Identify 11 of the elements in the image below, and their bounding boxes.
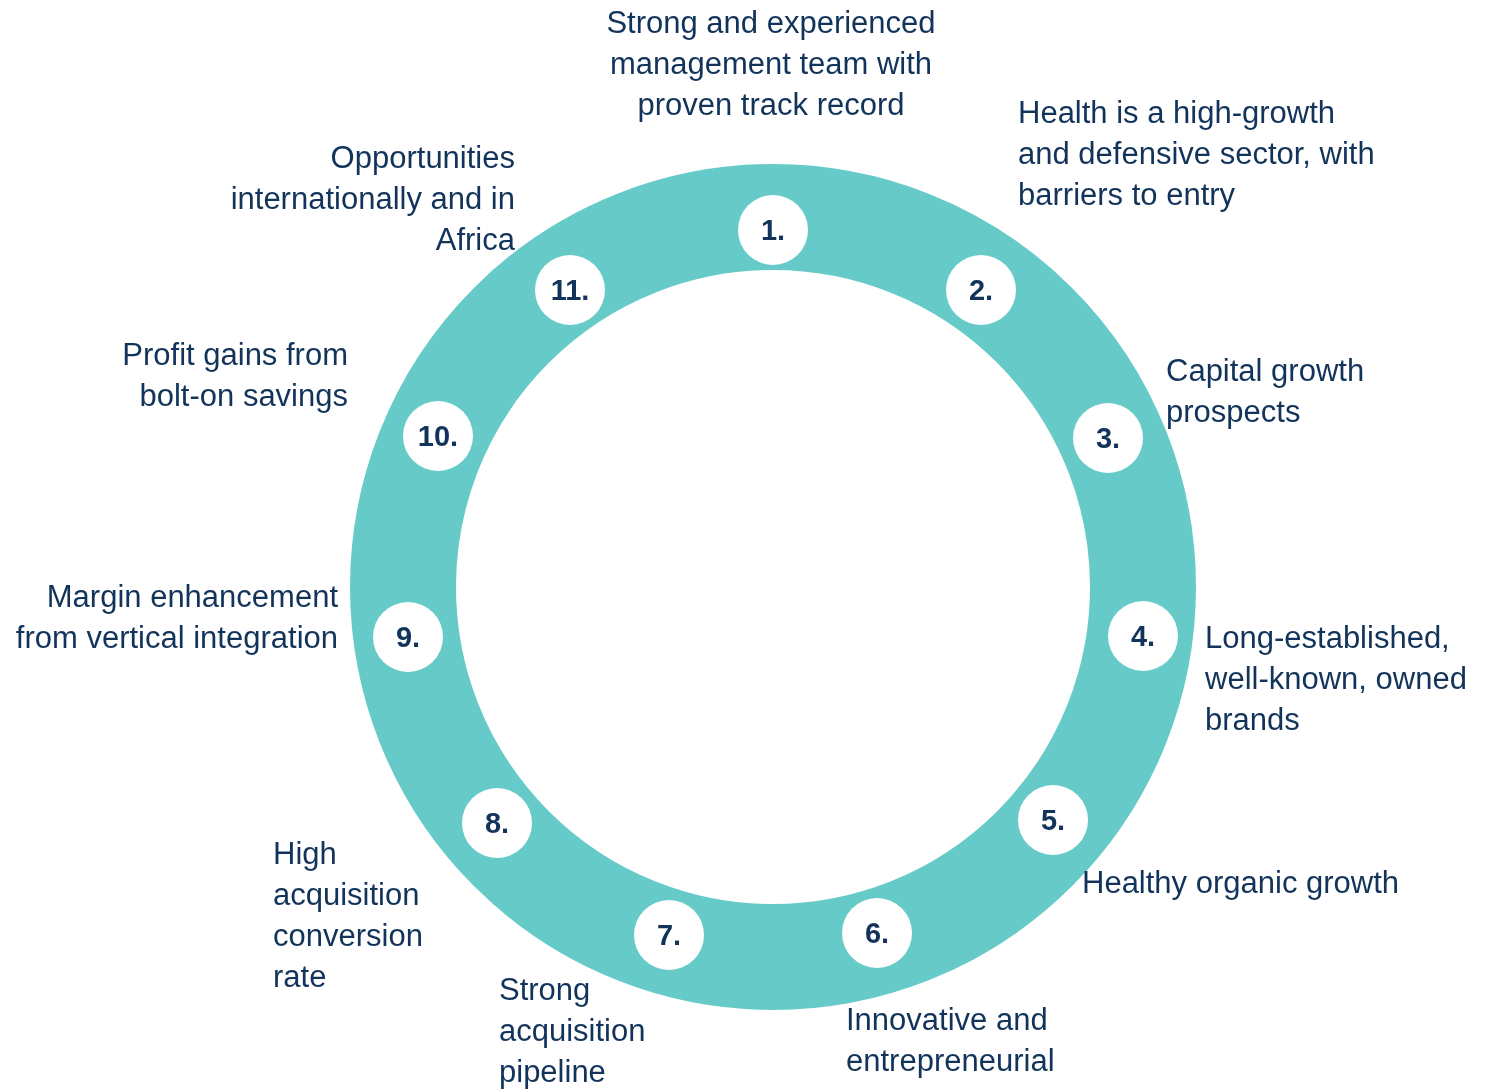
feature-label: Healthy organic growth	[1082, 864, 1400, 902]
feature-label: Strong acquisition pipeline	[499, 971, 647, 1091]
feature-label: Innovative and entrepreneurial	[846, 1001, 1056, 1080]
feature-label: Profit gains from bolt-on savings	[121, 336, 348, 415]
feature-label: Capital growth prospects	[1166, 352, 1366, 431]
feature-label: Strong and experienced management team with proven track record	[605, 4, 937, 124]
feature-label: Long-established, well-known, owned brands	[1205, 619, 1468, 739]
feature-label: High acquisition conversion rate	[273, 835, 424, 996]
feature-label: Health is a high-growth and defensive sector, with barriers to entry	[1018, 94, 1376, 214]
feature-label: Opportunities internationally and in Africa	[229, 139, 515, 259]
feature-label: Margin enhancement from vertical integration	[14, 578, 338, 657]
